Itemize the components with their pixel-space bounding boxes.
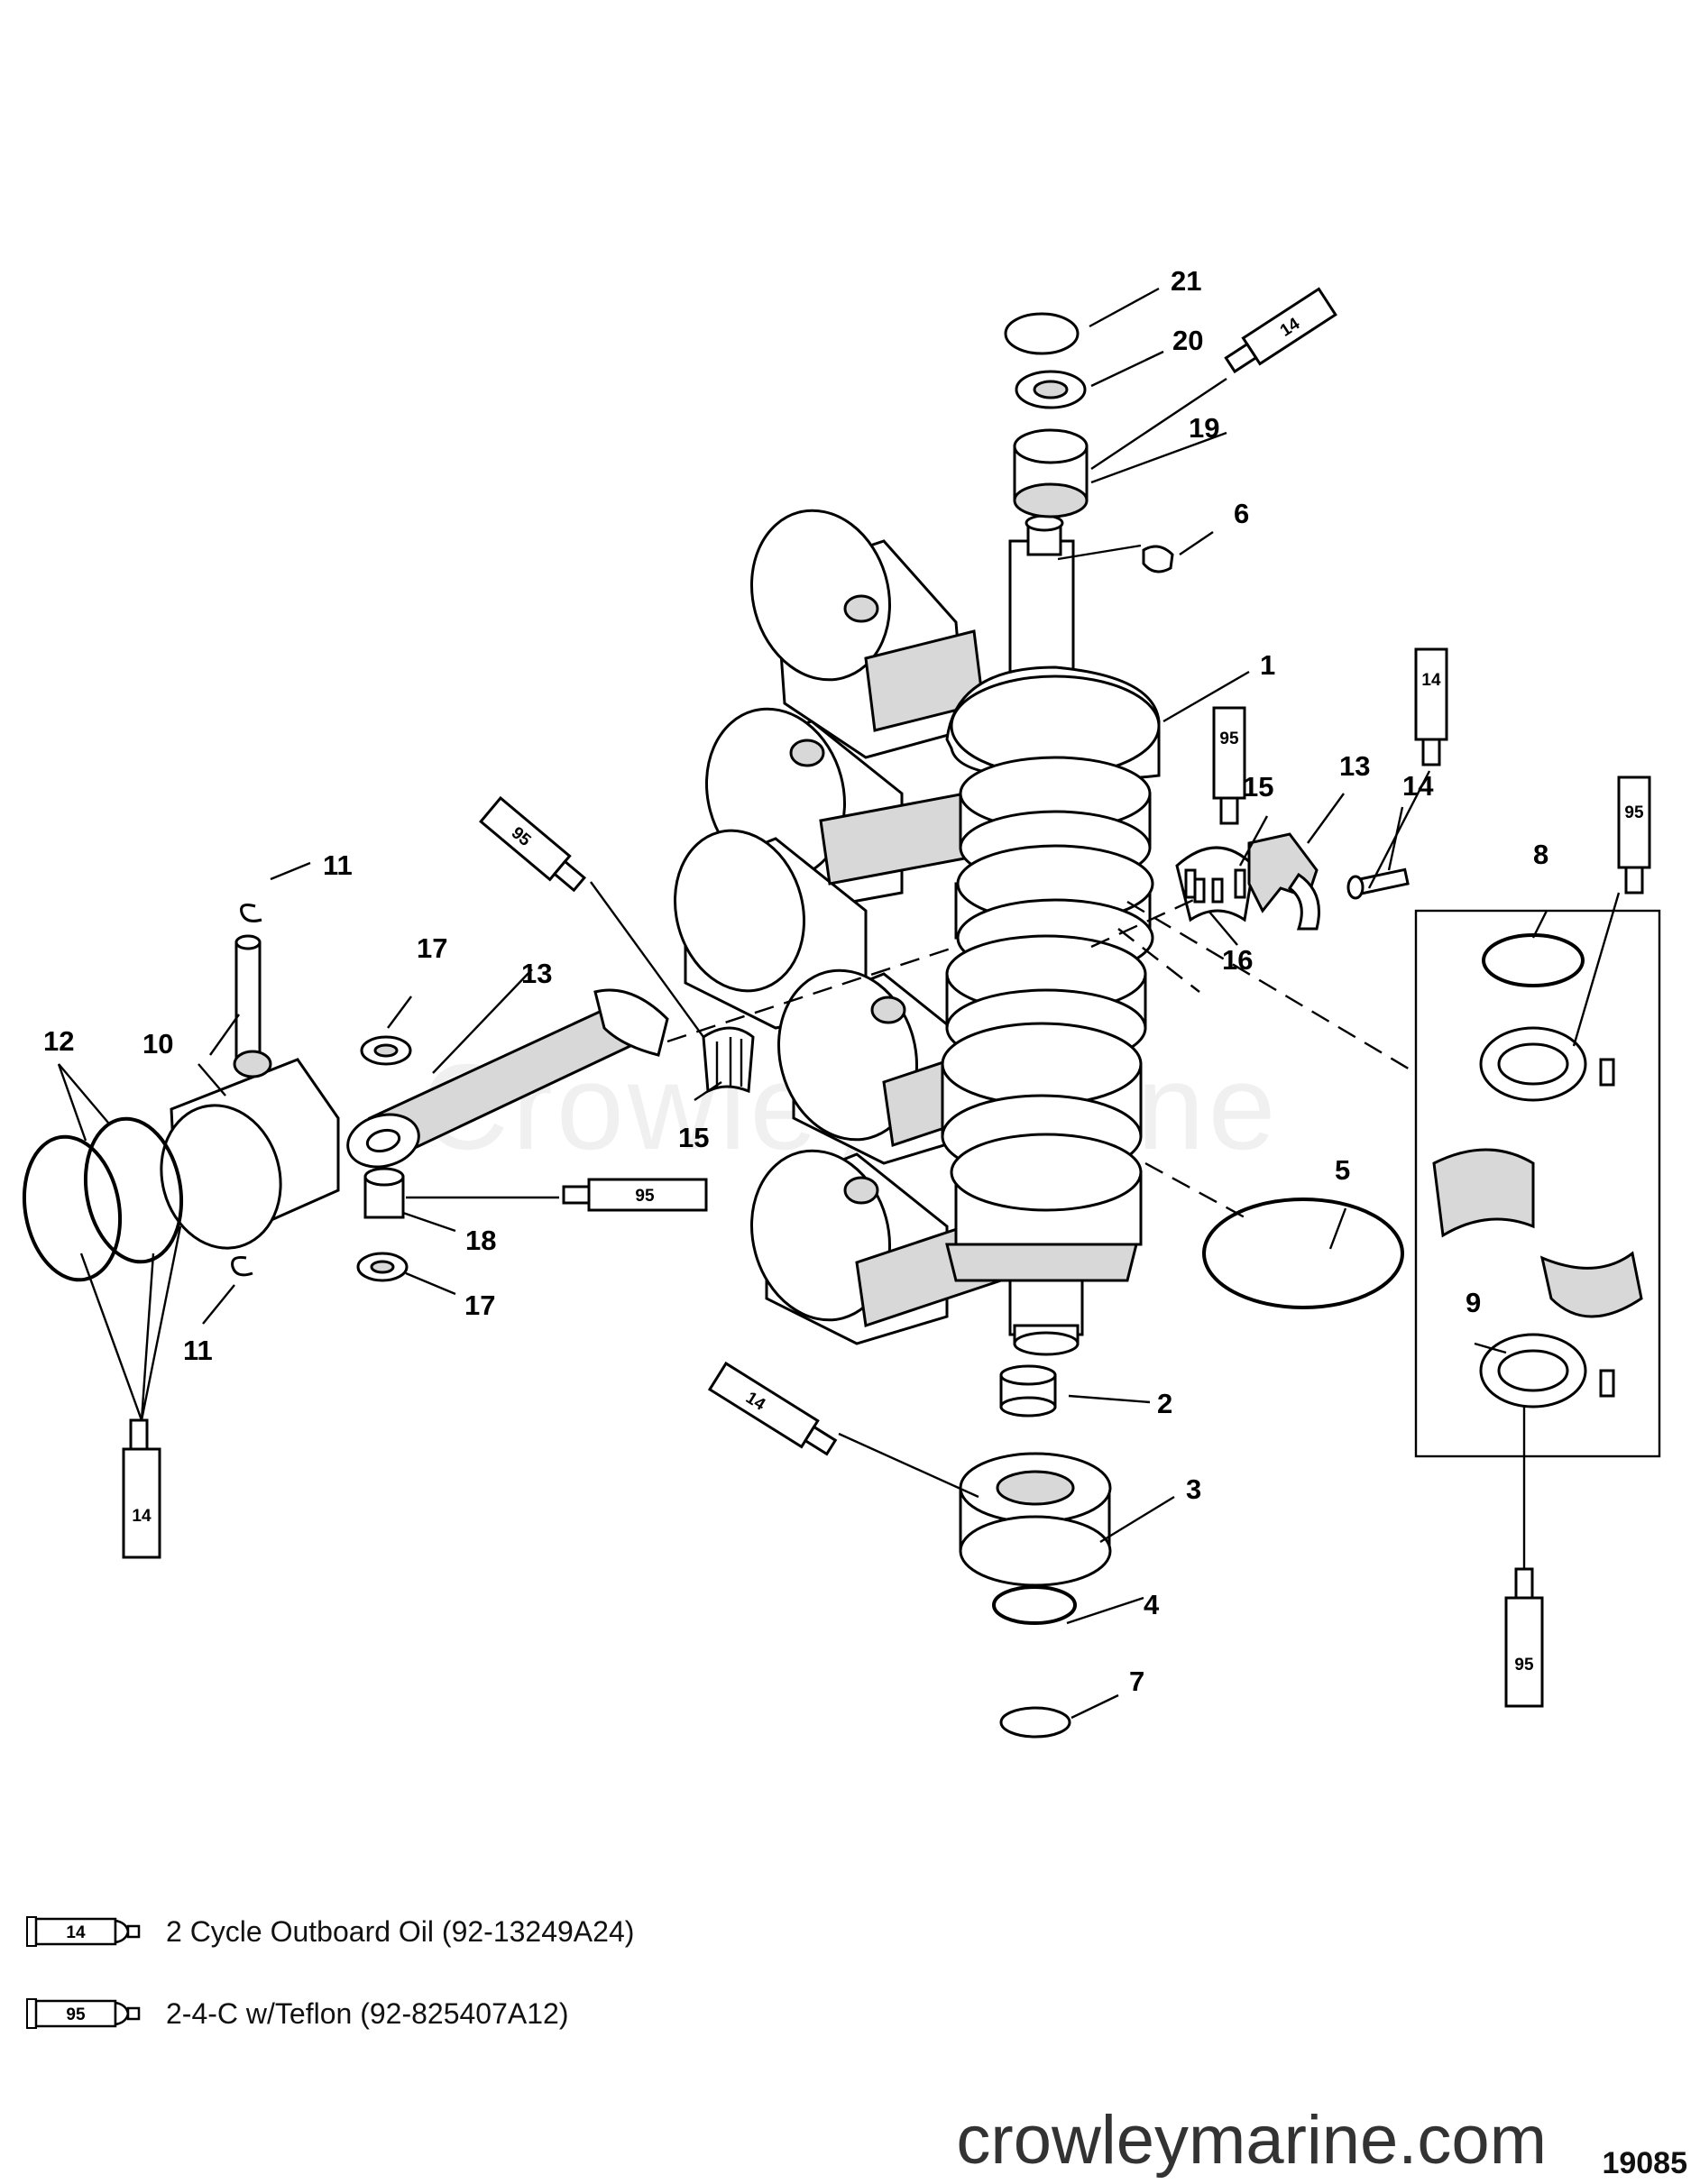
tube-14-icon: 14	[26, 1916, 141, 1947]
part-10-piston	[160, 1050, 340, 1250]
callout-3: 3	[1186, 1473, 1201, 1505]
tube-14-left-bottom: 14	[122, 1418, 161, 1559]
callout-15-right: 15	[1243, 771, 1273, 803]
callout-19: 19	[1189, 412, 1219, 444]
part-7-shim	[999, 1706, 1071, 1739]
callout-21: 21	[1171, 265, 1201, 297]
callout-17-top: 17	[417, 932, 447, 964]
part-13-rod-cap-right	[1247, 832, 1320, 931]
legend-item-grease: 95 2-4-C w/Teflon (92-825407A12)	[25, 1991, 568, 2036]
tube-95-center-vertical: 95	[1212, 706, 1246, 825]
callout-11-top: 11	[323, 849, 353, 881]
part-19-bearing	[1013, 428, 1089, 518]
part-5-ring	[1202, 1198, 1404, 1309]
svg-text:95: 95	[1624, 803, 1644, 822]
diagram-number: 19085	[1602, 2146, 1687, 2180]
tube-14-right-vertical: 14	[1414, 647, 1448, 766]
callout-10: 10	[142, 1028, 173, 1060]
part-2-sleeve	[999, 1364, 1057, 1418]
part-6-key	[1142, 545, 1174, 574]
tube-14-bottom-diagonal: 14	[707, 1361, 838, 1456]
part-11-retainer-top	[240, 904, 262, 922]
part-20-washer	[1015, 370, 1087, 409]
legend-item-oil: 14 2 Cycle Outboard Oil (92-13249A24)	[25, 1909, 634, 1954]
svg-text:95: 95	[1219, 730, 1239, 748]
part-14-screw	[1346, 867, 1410, 900]
callout-13-left: 13	[521, 958, 552, 989]
callout-5: 5	[1335, 1154, 1350, 1186]
callout-8: 8	[1533, 839, 1548, 870]
svg-text:14: 14	[132, 1507, 152, 1526]
svg-text:14: 14	[1421, 671, 1441, 690]
callout-13-right: 13	[1339, 750, 1370, 782]
part-13-connecting-rod	[346, 988, 669, 1169]
footer-url: crowleymarine.com	[956, 2102, 1547, 2179]
part-8-9-kit-box	[1414, 909, 1661, 1458]
callout-numbers: 21 20 19 6 1 13 14 15 16 8 17 11 13 12 1…	[43, 265, 1548, 1697]
callout-20: 20	[1172, 325, 1203, 356]
tube-95-left-diagonal: 95	[479, 795, 587, 893]
svg-text:14: 14	[66, 1923, 86, 1942]
part-4-snap-ring	[992, 1585, 1077, 1625]
legend-text-oil: 2 Cycle Outboard Oil (92-13249A24)	[166, 1914, 635, 1948]
callout-9: 9	[1466, 1287, 1481, 1318]
part-17-washer-bottom	[356, 1252, 409, 1282]
svg-text:95: 95	[66, 2005, 86, 2024]
callout-15-left: 15	[678, 1122, 709, 1153]
callout-18: 18	[465, 1225, 496, 1256]
part-3-ball-bearing	[959, 1452, 1112, 1587]
callout-2: 2	[1157, 1388, 1172, 1419]
callout-14-right: 14	[1402, 770, 1434, 802]
tube-14-top-right: 14	[1224, 287, 1337, 374]
svg-text:95: 95	[1514, 1656, 1534, 1675]
tube-95-box-top: 95	[1617, 775, 1651, 895]
part-15-bearing-left	[702, 1026, 755, 1094]
part-12-piston-rings	[22, 1116, 184, 1282]
svg-text:95: 95	[635, 1187, 655, 1206]
part-17-washer-top	[360, 1035, 412, 1066]
tube-95-icon: 95	[26, 1998, 141, 2029]
callout-16: 16	[1222, 944, 1253, 976]
callout-12: 12	[43, 1025, 74, 1057]
callout-7: 7	[1129, 1666, 1144, 1697]
callout-6: 6	[1234, 498, 1249, 529]
legend-text-grease: 2-4-C w/Teflon (92-825407A12)	[166, 1996, 569, 2030]
leader-lines	[57, 287, 1621, 1720]
callout-4: 4	[1144, 1589, 1160, 1620]
callout-17-bottom: 17	[464, 1289, 495, 1321]
tube-95-center-horizontal: 95	[562, 1178, 708, 1212]
part-21-seal	[1004, 312, 1080, 355]
piston-front-low	[749, 1149, 949, 1345]
part-11-retainer-bottom	[231, 1256, 253, 1277]
part-18-needle-bearing	[363, 1167, 405, 1219]
callout-11-bottom: 11	[183, 1335, 213, 1366]
part-16-needle-bearings	[1193, 877, 1224, 904]
callout-1: 1	[1260, 649, 1275, 681]
tube-95-box-bottom: 95	[1504, 1567, 1544, 1708]
part-10-piston-pin	[234, 934, 262, 1066]
crankshaft-assembly	[673, 509, 1161, 1356]
